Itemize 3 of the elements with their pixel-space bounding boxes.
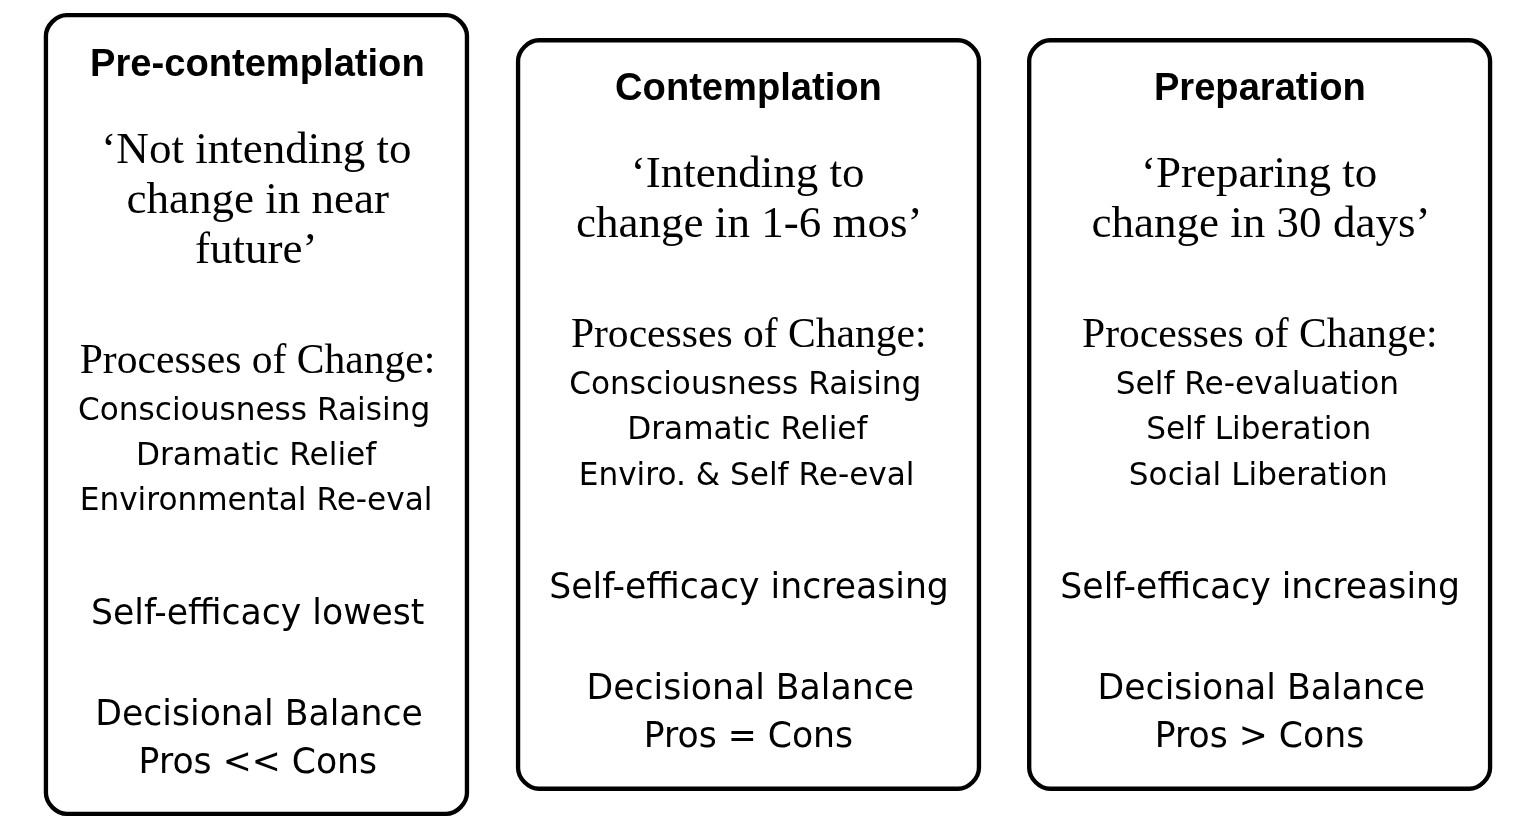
node-box: Contemplation ‘Intending to change in 1-6 mos’ Processes of Change: Consciousness Raising Dramatic Relief Enviro. & Self Re-eval Self-efficacy increasing Decisional Balance Pros = Cons (515, 38, 981, 791)
node-box: Preparation ‘Preparing to change in 30 days’ Processes of Change: Self Re-evaluation Self Liberation Social Liberation Self-efficacy increasing Decisional Balance Pros > Cons (1026, 38, 1492, 791)
node-box: Pre-contemplation ‘Not intending to change in near future’ Processes of Change: Consciousness Raising Dramatic Relief Environmental Re-eval Self-efficacy lowest Decisional Balance Pros << Cons (43, 12, 469, 817)
